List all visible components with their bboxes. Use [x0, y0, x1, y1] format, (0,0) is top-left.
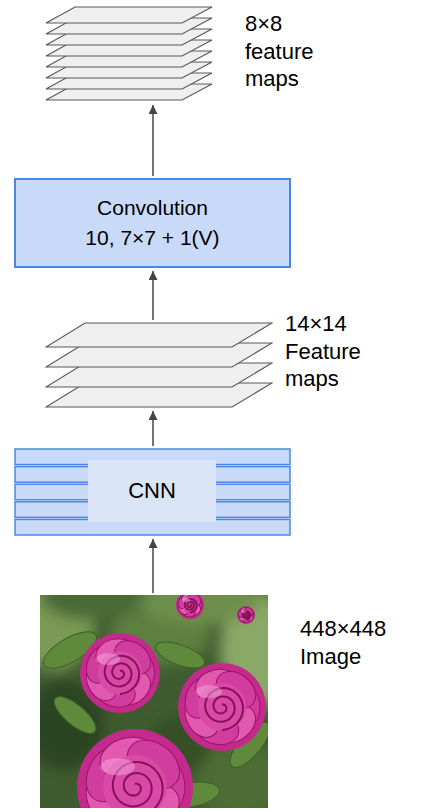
cnn-block: CNN: [14, 448, 291, 536]
box-label: Convolution: [97, 193, 208, 223]
leaf: [152, 637, 208, 674]
rose: [178, 663, 266, 751]
rose-highlight: [100, 758, 135, 775]
box-label: 10, 7×7 + 1(V): [85, 223, 219, 253]
flow-arrow: [152, 105, 154, 176]
rose-base: [176, 595, 204, 619]
convolution-box: Convolution10, 7×7 + 1(V): [14, 178, 291, 268]
photo-group: [40, 595, 268, 808]
rose-base: [80, 633, 160, 713]
block-label: CNN: [128, 475, 176, 507]
rose-highlight: [182, 598, 190, 602]
rose: [176, 595, 204, 619]
rose-highlight: [241, 611, 246, 614]
stack-graphic: [45, 6, 213, 102]
cnn-label-patch: CNN: [88, 460, 216, 522]
rose: [77, 729, 193, 808]
foliage-blob: [40, 595, 140, 620]
flow-arrow: [152, 539, 154, 593]
rose-core: [182, 597, 197, 612]
feature-map-stack: 14×14 Feature maps: [45, 322, 273, 408]
rose-base: [178, 663, 266, 751]
size-label: 8×8 feature maps: [245, 10, 314, 93]
rose-base: [237, 606, 255, 624]
feature-map-layer: [46, 323, 272, 347]
size-label: 448×448 Image: [300, 615, 386, 670]
rose: [80, 633, 160, 713]
rose-photo: [40, 595, 268, 808]
rose-core: [241, 610, 251, 620]
rose-base: [77, 729, 193, 808]
photo-blur-group: [40, 595, 268, 808]
flow-arrow: [152, 271, 154, 320]
size-label: 14×14 Feature maps: [285, 310, 361, 393]
flow-arrow: [152, 411, 154, 446]
stack-graphic: [45, 322, 273, 408]
rose: [237, 606, 255, 624]
feature-map-stack: 8×8 feature maps: [45, 6, 213, 102]
rose-highlight: [96, 653, 120, 665]
rose-highlight: [196, 685, 222, 698]
input-image: 448×448 Image: [40, 595, 268, 808]
feature-map-layer: [46, 7, 212, 23]
foliage-blob: [140, 595, 260, 625]
